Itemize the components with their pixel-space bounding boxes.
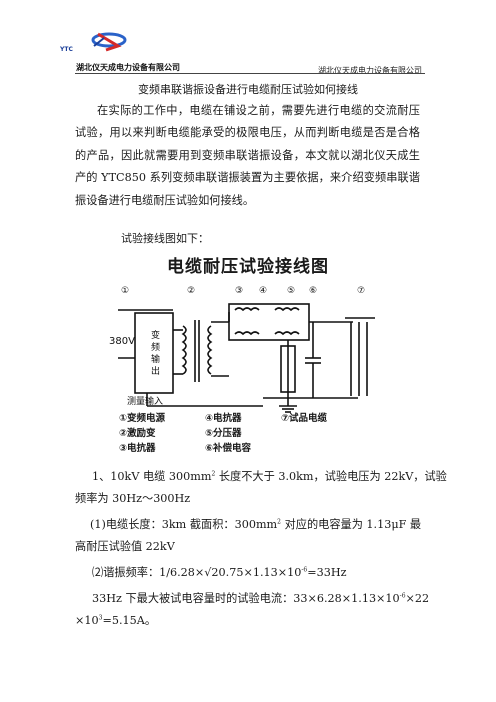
- vfd-char-2: 频: [151, 343, 161, 353]
- item-4-line-2: ×103=5.15A。: [75, 614, 157, 627]
- vfd-char-4: 出: [151, 367, 161, 377]
- item-3-line: ⑵谐振频率：1/6.28×√20.75×1.13×10-6=33Hz: [92, 566, 347, 579]
- company-name-left: 湖北仪天成电力设备有限公司: [76, 63, 180, 72]
- header-divider: [75, 73, 425, 74]
- measure-input-label: 测量输入: [127, 397, 164, 407]
- ytc-logo-icon: [91, 32, 127, 52]
- company-name-right: 湖北仪天成电力设备有限公司: [318, 66, 422, 75]
- mark-3: ③: [235, 286, 244, 296]
- item-4-line-1: 33Hz 下最大被试电容量时的试验电流：33×6.28×1.13×10-6×22: [92, 592, 430, 605]
- legend-6: ⑥补偿电容: [205, 443, 252, 454]
- legend-4: ④电抗器: [205, 413, 242, 424]
- mark-7: ⑦: [357, 286, 366, 296]
- vfd-char-3: 输: [151, 355, 161, 365]
- mark-5: ⑤: [287, 286, 296, 296]
- diagram-title: 电缆耐压试验接线图: [167, 257, 329, 277]
- wiring-diagram: 电缆耐压试验接线图: [109, 248, 375, 458]
- logo-text: YTC: [60, 46, 73, 53]
- circuit-drawing: [118, 303, 375, 413]
- diagram-caption: 试验接线图如下：: [121, 232, 209, 245]
- page-header: YTC 湖北仪天成电力设备有限公司 湖北仪天成电力设备有限公司: [0, 0, 496, 76]
- legend-2: ②激励变: [119, 428, 156, 439]
- vfd-char-1: 变: [151, 331, 161, 341]
- intro-paragraph: 在实际的工作中，电缆在铺设之前，需要先进行电缆的交流耐压试验，用以来判断电缆能承…: [75, 104, 420, 207]
- item-1-line-2: 频率为 30Hz～300Hz: [75, 492, 191, 505]
- item-2-line-2: 高耐压试验值 22kV: [75, 540, 175, 553]
- document-title: 变频串联谐振设备进行电缆耐压试验如何接线: [138, 83, 358, 96]
- mark-2: ②: [187, 286, 196, 296]
- legend-7: ⑦试品电缆: [281, 413, 328, 424]
- voltage-label: 380V: [109, 336, 135, 347]
- item-2-line-1: (1)电缆长度：3km 截面积：300mm2 对应的电容量为 1.13μF 最: [90, 518, 422, 531]
- mark-1: ①: [121, 286, 130, 296]
- legend-3: ③电抗器: [119, 443, 156, 454]
- legend-5: ⑤分压器: [205, 428, 242, 439]
- legend-1: ①变频电源: [119, 413, 166, 424]
- item-1-line-1: 1、10kV 电缆 300mm2 长度不大于 3.0km，试验电压为 22kV，…: [92, 470, 447, 483]
- mark-4: ④: [259, 286, 268, 296]
- mark-6: ⑥: [309, 286, 318, 296]
